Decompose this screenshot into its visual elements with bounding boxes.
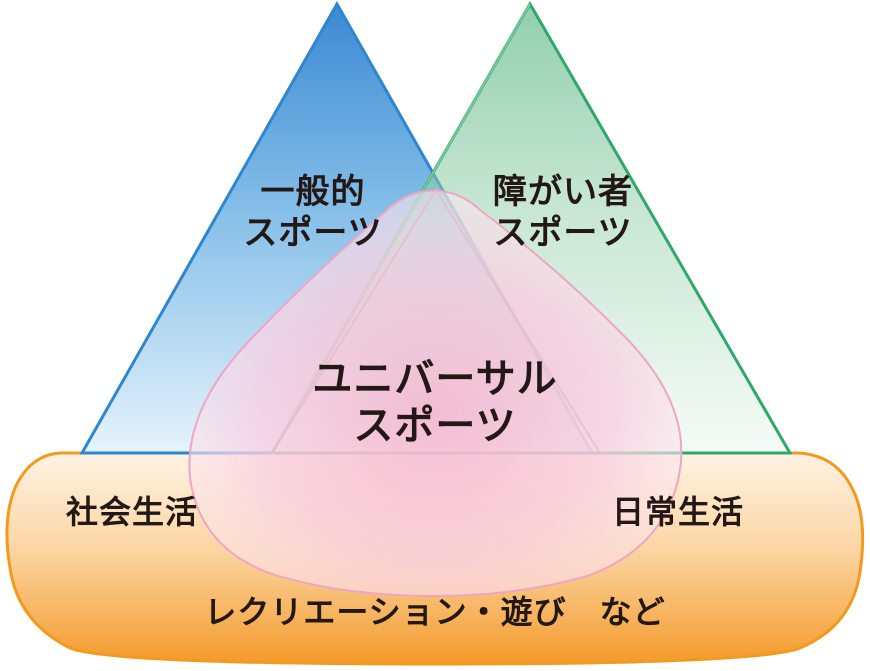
disabled-sports-label: 障がい者 スポーツ bbox=[468, 172, 658, 255]
social-life-label: 社会生活 bbox=[66, 493, 199, 531]
recreation-label: レクリエーション・遊び など bbox=[204, 593, 666, 631]
universal-sports-label: ユニバーサル スポーツ bbox=[265, 356, 605, 450]
disabled-sports-line2: スポーツ bbox=[493, 213, 633, 254]
general-sports-line1: 一般的 bbox=[260, 172, 366, 212]
general-sports-line2: スポーツ bbox=[243, 213, 383, 254]
disabled-sports-line1: 障がい者 bbox=[493, 172, 633, 212]
universal-sports-shape bbox=[188, 189, 683, 598]
universal-inner-triangle bbox=[270, 188, 602, 454]
universal-sports-line2: スポーツ bbox=[353, 403, 517, 450]
general-sports-label: 一般的 スポーツ bbox=[228, 172, 398, 255]
universal-sports-line1: ユニバーサル bbox=[312, 356, 558, 402]
daily-life-label: 日常生活 bbox=[612, 493, 745, 531]
